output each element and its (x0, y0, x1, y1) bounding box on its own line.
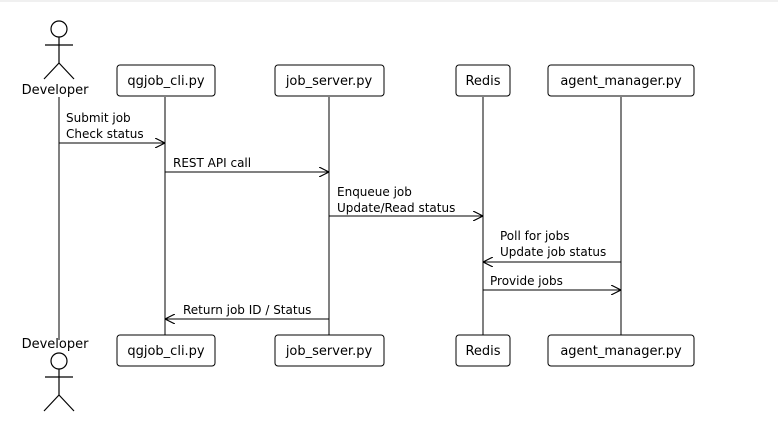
message-rest-api-call: REST API call (165, 156, 328, 172)
message-label: Enqueue job (337, 185, 412, 199)
participant-label: Redis (465, 74, 500, 89)
participant-label: agent_manager.py (560, 74, 682, 89)
message-label: Return job ID / Status (183, 303, 311, 317)
message-label: Update job status (500, 245, 606, 259)
actor-label-top: Developer (22, 83, 90, 98)
participant-redis-bottom: Redis (455, 334, 511, 367)
participant-label: qgjob_cli.py (127, 74, 205, 89)
message-label: Provide jobs (490, 274, 563, 288)
participant-redis-top: Redis (455, 64, 511, 97)
message-label: Submit job (66, 111, 131, 125)
participant-label: job_server.py (285, 344, 373, 359)
participant-agent-manager-top: agent_manager.py (547, 64, 695, 97)
message-label: Poll for jobs (500, 229, 570, 243)
message-label: Update/Read status (337, 201, 455, 215)
participant-agent-manager-bottom: agent_manager.py (547, 334, 695, 367)
participant-label: qgjob_cli.py (127, 344, 205, 359)
message-label: Check status (66, 127, 144, 141)
message-provide-jobs: Provide jobs (483, 274, 620, 290)
message-enqueue-job: Enqueue job Update/Read status (329, 185, 482, 216)
participant-qgjob-cli-bottom: qgjob_cli.py (116, 334, 216, 367)
participant-label: job_server.py (285, 74, 373, 89)
participant-label: Redis (465, 344, 500, 359)
actor-developer-top: Developer (22, 20, 90, 98)
message-poll-for-jobs: Poll for jobs Update job status (484, 229, 621, 262)
participant-qgjob-cli-top: qgjob_cli.py (116, 64, 216, 97)
actor-head-icon (50, 20, 68, 38)
actor-label-bottom: Developer (22, 337, 90, 352)
participant-label: agent_manager.py (560, 344, 682, 359)
message-return-job-id: Return job ID / Status (166, 303, 329, 319)
top-border-strip (0, 0, 778, 2)
message-submit-job: Submit job Check status (59, 111, 164, 143)
participant-job-server-top: job_server.py (274, 64, 385, 97)
participant-job-server-bottom: job_server.py (274, 334, 385, 367)
message-label: REST API call (173, 156, 251, 170)
actor-head-icon (50, 352, 68, 370)
actor-developer-bottom: Developer (22, 337, 90, 412)
